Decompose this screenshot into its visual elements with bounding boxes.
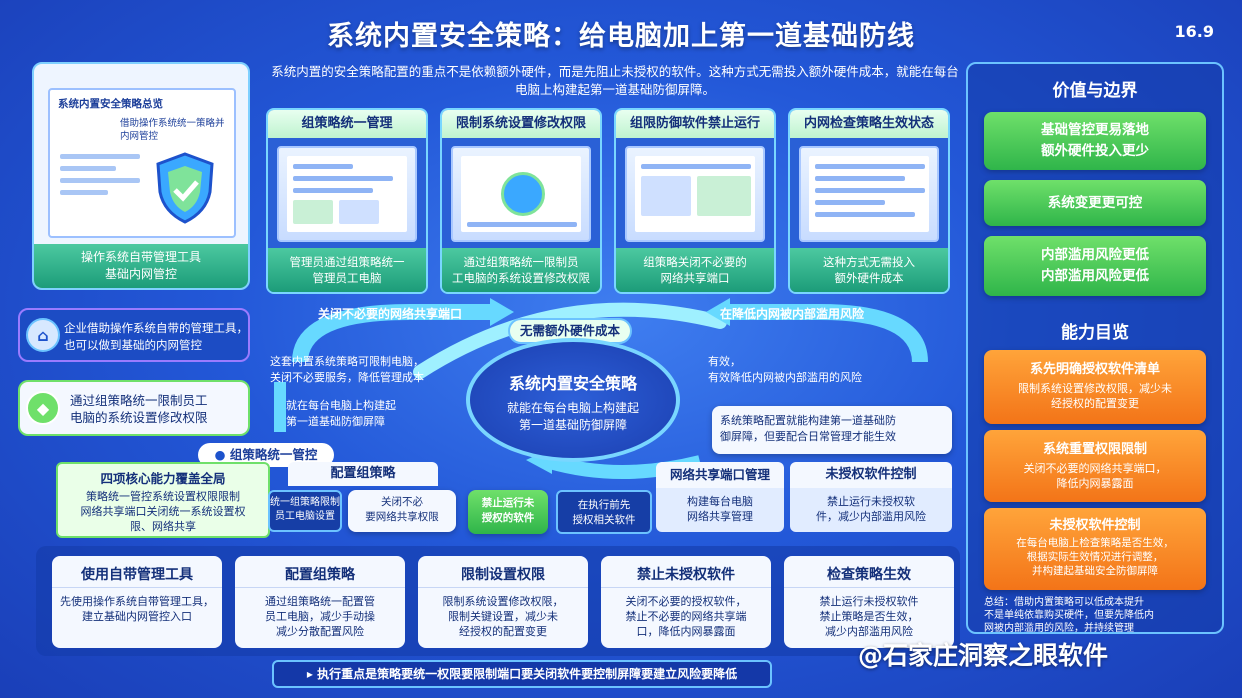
left-panel-caption: 操作系统自带管理工具 基础内网管控 bbox=[34, 244, 248, 288]
left-overview-panel: 系统内置安全策略总览 借助操作系统统一策略并内网管控 操作系统自带管理工具 基础… bbox=[32, 62, 250, 290]
value-item-3: 内部滥用风险更低 内部滥用风险更低 bbox=[984, 236, 1206, 296]
ability-item-1-text: 限制系统设置修改权限，减少未 经授权的配置变更 bbox=[1018, 382, 1172, 410]
monitor-illustration-2 bbox=[451, 146, 591, 242]
ability-section-title: 能力目览 bbox=[1061, 323, 1129, 343]
mid-item-3-cell: 构建每台电脑 网络共享管理 bbox=[656, 488, 784, 532]
mid-item-2-cell-1: 禁止运行未 授权的软件 bbox=[468, 490, 548, 534]
bottom-step-4-text: 关闭不必要的授权软件， 禁止不必要的网络共享端 口，降低内网暴露面 bbox=[625, 595, 747, 638]
ability-item-3-title: 未授权软件控制 bbox=[1049, 518, 1141, 533]
monitor-illustration-3 bbox=[625, 146, 765, 242]
left-callout-2-text: 通过组策略统一限制员工 电脑的系统设置修改权限 bbox=[70, 393, 208, 425]
page-number: 16.9 bbox=[1174, 22, 1214, 41]
ability-item-2: 系统重置权限限制 关闭不必要的网络共享端口， 降低内网暴露面 bbox=[984, 430, 1206, 502]
left-callout-1-text: 企业借助操作系统自带的管理工具， 也可以做到基础的内网管控 bbox=[64, 321, 248, 352]
value-item-2: 系统变更更可控 bbox=[984, 180, 1206, 226]
mid-item-4: 未授权软件控制 禁止运行未授权软 件，减少内部滥用风险 bbox=[790, 462, 952, 534]
monitor-illustration-4 bbox=[799, 146, 939, 242]
bottom-step-1-text: 先使用操作系统自带管理工具， 建立基础内网管控入口 bbox=[60, 595, 214, 623]
cycle-left-note-1: 这套内置系统策略可限制电脑， 关闭不必要服务，降低管理成本 bbox=[270, 355, 424, 384]
cycle-left-note-2: 就在每台电脑上构建起 第一道基础防御屏障 bbox=[286, 399, 396, 428]
mid-item-1-cell-1: 统一组策略限制 员工电脑设置 bbox=[268, 490, 342, 532]
screen-card-2-header: 限制系统设置修改权限 bbox=[442, 110, 600, 138]
mid-item-1: 配置组策略 统一组策略限制 员工电脑设置 关闭不必 要网络共享权限 bbox=[268, 462, 458, 534]
mid-item-1-cell-2: 关闭不必 要网络共享权限 bbox=[348, 490, 456, 532]
group-label-text: 组策略统一管控 bbox=[229, 447, 318, 462]
screen-card-1-header: 组策略统一管理 bbox=[268, 110, 426, 138]
home-icon: ⌂ bbox=[26, 318, 60, 352]
bottom-step-1-title: 使用自带管理工具 bbox=[52, 556, 222, 588]
core-capability-box: 四项核心能力覆盖全局 策略统一管控系统设置权限限制 网络共享端口关闭统一系统设置… bbox=[56, 462, 270, 538]
mid-item-4-header: 未授权软件控制 bbox=[790, 462, 952, 488]
footer-banner-text: 执行重点是策略要统一权限要限制端口要关闭软件要控制屏障要建立风险要降低 bbox=[317, 667, 738, 681]
left-callout-2: ◆ 通过组策略统一限制员工 电脑的系统设置修改权限 bbox=[18, 380, 250, 436]
intro-text: 系统内置的安全策略配置的重点不是依赖额外硬件，而是先阻止未授权的软件。这种方式无… bbox=[271, 64, 959, 97]
doc-lines bbox=[60, 154, 140, 202]
doc-title: 系统内置安全策略总览 bbox=[58, 98, 163, 110]
cycle-arrow-right-label: 在降低内网被内部滥用风险 bbox=[720, 307, 865, 321]
watermark: @石家庄洞察之眼软件 bbox=[858, 641, 1109, 670]
core-box-title: 四项核心能力覆盖全局 bbox=[100, 471, 226, 486]
screen-card-3: 组限防御软件禁止运行 组策略关闭不必要的 网络共享端口 bbox=[614, 108, 776, 294]
screen-card-2-footer: 通过组策略统一限制员 工电脑的系统设置修改权限 bbox=[442, 248, 600, 292]
ability-item-3: 未授权软件控制 在每台电脑上检查策略是否生效， 根据实际生效情况进行调整， 并构… bbox=[984, 508, 1206, 590]
screen-card-4-footer: 这种方式无需投入 额外硬件成本 bbox=[790, 248, 948, 292]
bottom-step-5-title: 检查策略生效 bbox=[784, 556, 954, 588]
monitor-illustration-1 bbox=[277, 146, 417, 242]
core-box-text: 策略统一管控系统设置权限限制 网络共享端口关闭统一系统设置权 限、网络共享 bbox=[80, 490, 246, 533]
bottom-step-2-text: 通过组策略统一配置管 员工电脑，减少手动操 减少分散配置风险 bbox=[265, 595, 375, 638]
cycle-center-text: 就能在每台电脑上构建起 第一道基础防御屏障 bbox=[506, 401, 639, 432]
bottom-step-2-title: 配置组策略 bbox=[235, 556, 405, 588]
mid-item-3-header: 网络共享端口管理 bbox=[656, 462, 784, 488]
bottom-step-4-title: 禁止未授权软件 bbox=[601, 556, 771, 588]
screen-card-2: 限制系统设置修改权限 通过组策略统一限制员 工电脑的系统设置修改权限 bbox=[440, 108, 602, 294]
ability-item-1-title: 系先明确授权软件清单 bbox=[1029, 362, 1160, 377]
cycle-center: 系统内置安全策略 就能在每台电脑上构建起 第一道基础防御屏障 bbox=[466, 338, 680, 462]
mid-item-4-cell: 禁止运行未授权软 件，减少内部滥用风险 bbox=[790, 488, 952, 532]
screen-card-1-footer: 管理员通过组策略统一 管理员工电脑 bbox=[268, 248, 426, 292]
screen-card-4: 内网检查策略生效状态 这种方式无需投入 额外硬件成本 bbox=[788, 108, 950, 294]
value-section-title: 价值与边界 bbox=[1052, 81, 1138, 101]
doc-subtitle: 借助操作系统统一策略并内网管控 bbox=[120, 118, 225, 142]
ability-item-1: 系先明确授权软件清单 限制系统设置修改权限，减少未 经授权的配置变更 bbox=[984, 350, 1206, 424]
bottom-step-3: 限制设置权限 限制系统设置修改权限， 限制关键设置，减少未 经授权的配置变更 bbox=[418, 556, 588, 648]
screen-card-3-header: 组限防御软件禁止运行 bbox=[616, 110, 774, 138]
page-title: 系统内置安全策略：给电脑加上第一道基础防线 bbox=[327, 21, 915, 52]
bottom-step-1: 使用自带管理工具 先使用操作系统自带管理工具， 建立基础内网管控入口 bbox=[52, 556, 222, 648]
value-item-1: 基础管控更易落地 额外硬件投入更少 bbox=[984, 112, 1206, 170]
cycle-arrow-left-label: 关闭不必要的网络共享端口 bbox=[318, 307, 463, 321]
shield-icon bbox=[154, 152, 216, 224]
left-callout-1: ⌂ 企业借助操作系统自带的管理工具， 也可以做到基础的内网管控 bbox=[18, 308, 250, 362]
mid-item-3: 网络共享端口管理 构建每台电脑 网络共享管理 bbox=[656, 462, 784, 534]
doc-illustration: 系统内置安全策略总览 借助操作系统统一策略并内网管控 bbox=[48, 88, 236, 238]
group-label-dot-icon: ● bbox=[214, 447, 230, 462]
ability-item-2-text: 关闭不必要的网络共享端口， 降低内网暴露面 bbox=[1023, 462, 1167, 490]
mid-item-2-cell-2: 在执行前先 授权相关软件 bbox=[556, 490, 652, 534]
mid-item-1-header: 配置组策略 bbox=[288, 462, 438, 486]
footer-banner: ▸ 执行重点是策略要统一权限要限制端口要关闭软件要控制屏障要建立风险要降低 bbox=[272, 660, 772, 688]
bottom-step-2: 配置组策略 通过组策略统一配置管 员工电脑，减少手动操 减少分散配置风险 bbox=[235, 556, 405, 648]
screen-card-3-footer: 组策略关闭不必要的 网络共享端口 bbox=[616, 248, 774, 292]
ability-item-2-title: 系统重置权限限制 bbox=[1042, 442, 1147, 457]
cycle-center-title: 系统内置安全策略 bbox=[508, 374, 637, 393]
summary-text: 总结：借助内置策略可以低成本提升 不是单纯依靠购买硬件，但要先降低内 网被内部滥… bbox=[984, 597, 1154, 634]
cycle-right-note: 有效， 有效降低内网被内部滥用的风险 bbox=[708, 355, 862, 384]
bottom-step-3-title: 限制设置权限 bbox=[418, 556, 588, 588]
bottom-step-5-text: 禁止运行未授权软件 禁止策略是否生效， 减少内部滥用风险 bbox=[819, 595, 919, 638]
bottom-step-3-text: 限制系统设置修改权限， 限制关键设置，减少未 经授权的配置变更 bbox=[442, 595, 564, 638]
cycle-right-box: 系统策略配置就能构建第一道基础防 御屏障，但要配合日常管理才能生效 bbox=[712, 406, 952, 454]
screen-card-4-header: 内网检查策略生效状态 bbox=[790, 110, 948, 138]
bottom-step-5: 检查策略生效 禁止运行未授权软件 禁止策略是否生效， 减少内部滥用风险 bbox=[784, 556, 954, 648]
bottom-step-4: 禁止未授权软件 关闭不必要的授权软件， 禁止不必要的网络共享端 口，降低内网暴露… bbox=[601, 556, 771, 648]
settings-icon: ◆ bbox=[26, 391, 60, 425]
screen-card-1: 组策略统一管理 管理员通过组策略统一 管理员工电脑 bbox=[266, 108, 428, 294]
footer-arrow-icon: ▸ bbox=[306, 667, 318, 681]
ability-item-3-text: 在每台电脑上检查策略是否生效， 根据实际生效情况进行调整， 并构建起基础安全防御… bbox=[1016, 537, 1174, 577]
